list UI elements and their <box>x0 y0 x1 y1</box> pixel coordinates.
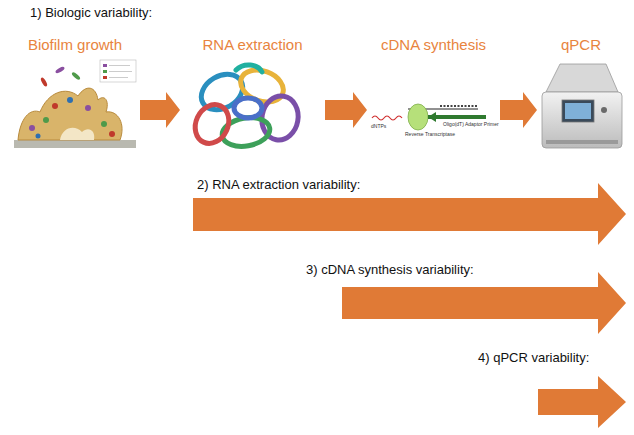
planktonic-cell <box>71 71 81 80</box>
rna-ribbon <box>236 65 262 72</box>
inset-swatch <box>103 70 107 73</box>
variability-label: 3) cDNA synthesis variability: <box>306 262 474 277</box>
machine-lid <box>546 64 618 92</box>
illustration-label: dNTPs <box>371 123 386 129</box>
legend-inset <box>100 60 136 82</box>
rna-ribbon <box>234 98 262 118</box>
flow-arrow <box>325 92 367 128</box>
cell <box>52 103 58 109</box>
cell <box>67 97 73 103</box>
variability-arrow <box>193 183 626 245</box>
primer-shaft <box>428 115 486 119</box>
inset-line <box>109 71 132 72</box>
rna-ribbon <box>189 99 235 149</box>
variability-arrow <box>538 376 626 428</box>
cell <box>85 105 91 111</box>
stage-title: RNA extraction <box>180 36 325 53</box>
inset-line <box>109 65 130 66</box>
machine-body <box>542 92 622 148</box>
planktonic-cell <box>55 66 66 74</box>
stage-title: qPCR <box>537 36 625 53</box>
machine-screen <box>562 100 594 122</box>
flow-arrow <box>500 92 537 128</box>
illustration-label: Reverse Transcriptase <box>405 131 455 137</box>
screen-display <box>565 103 591 119</box>
cell <box>109 131 115 137</box>
stage-node: RNA extraction <box>180 36 325 150</box>
cell <box>43 117 49 123</box>
stage-title: cDNA synthesis <box>367 36 500 53</box>
qpcr-machine <box>542 64 622 148</box>
stage-node: Biofilm growth <box>10 36 140 150</box>
biofilm-cavity <box>60 128 94 140</box>
machine-button <box>601 107 607 113</box>
illustration-label: Oligo(dT) Adaptor Primer <box>443 121 499 127</box>
cdna-strand <box>372 116 402 120</box>
inset-swatch <box>103 76 107 79</box>
variability-label: 1) Biologic variability: <box>30 5 152 20</box>
stage-node: qPCR <box>537 36 625 150</box>
inset-swatch <box>103 64 107 67</box>
substrate <box>14 140 136 148</box>
cell <box>101 121 107 127</box>
biofilm-illustration <box>14 60 136 148</box>
cell <box>29 125 35 131</box>
stage-title: Biofilm growth <box>10 36 140 53</box>
machine-base <box>546 140 618 144</box>
planktonic-cell <box>40 77 48 88</box>
variability-arrow <box>342 272 626 334</box>
variability-label: 4) qPCR variability: <box>478 350 589 365</box>
cell <box>36 134 41 139</box>
rna-ribbon <box>236 64 288 107</box>
poly-a-tail <box>440 105 478 107</box>
biofilm-mass <box>18 88 122 140</box>
rna-illustration <box>189 64 302 150</box>
flow-arrow <box>140 92 180 128</box>
primer-head <box>428 112 436 122</box>
reverse-transcriptase <box>408 104 428 130</box>
inset-line <box>109 77 128 78</box>
variability-label: 2) RNA extraction variability: <box>197 177 360 192</box>
